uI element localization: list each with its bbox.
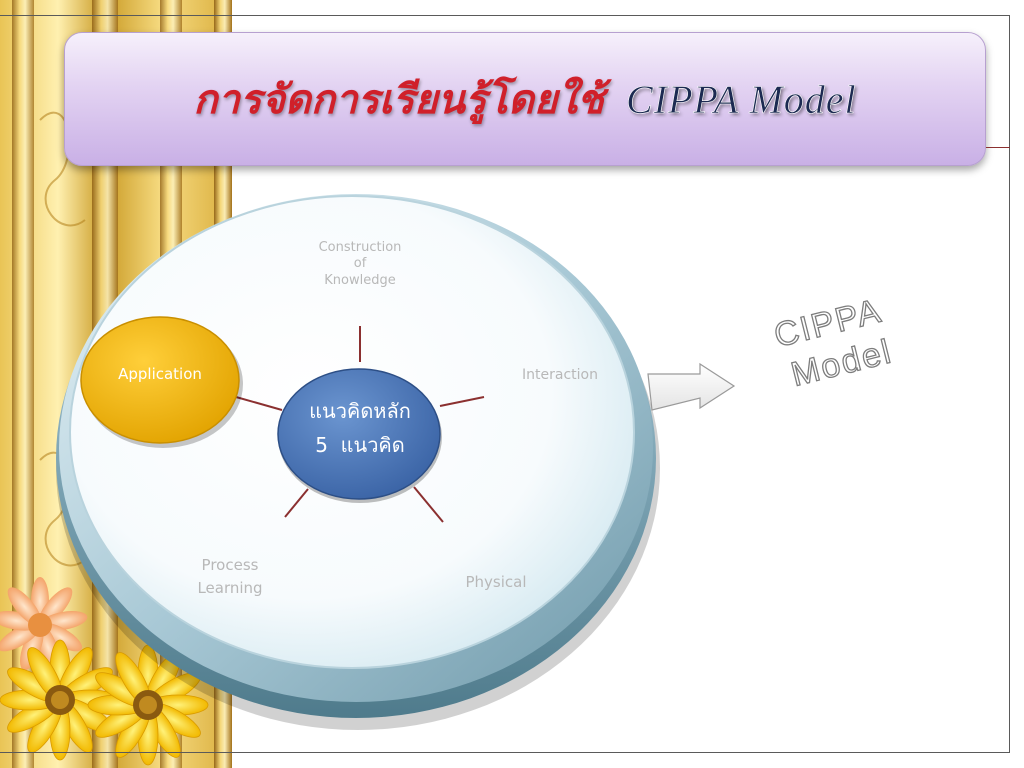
arrow-icon <box>647 362 736 411</box>
spoke-interaction <box>439 396 485 407</box>
slide-frame <box>0 15 1010 753</box>
spokes <box>235 326 485 523</box>
page-title-thai: การจัดการเรียนรู้โดยใช้ <box>193 76 605 123</box>
spoke-physical <box>413 486 444 523</box>
center-node: แนวคิดหลัก 5 แนวคิด <box>277 368 442 503</box>
process-label-line1: Process <box>202 556 259 574</box>
flower-icon <box>0 577 88 671</box>
construction-label-line3: Knowledge <box>324 273 395 288</box>
construction-label-line1: Construction <box>319 240 402 255</box>
physical-label: Physical <box>465 573 526 591</box>
application-label: Application <box>118 365 202 383</box>
construction-label-line2: of <box>354 256 367 271</box>
spoke-process <box>284 488 309 518</box>
cippa-model-label: CIPPA Model <box>770 291 897 395</box>
interaction-label: Interaction <box>522 367 598 383</box>
application-node: Application <box>80 316 243 448</box>
flower-icon <box>87 644 209 766</box>
title-rule <box>986 147 1010 148</box>
center-label-line1: แนวคิดหลัก <box>309 399 411 423</box>
spoke-application <box>235 396 283 411</box>
construction-node: Construction of Knowledge <box>319 240 402 288</box>
title-banner: การจัดการเรียนรู้โดยใช้ CIPPA Model <box>64 32 986 166</box>
page-title-english: CIPPA Model <box>626 76 857 122</box>
process-node: Process Learning <box>197 556 262 597</box>
process-label-line2: Learning <box>197 579 262 597</box>
center-label-line2: 5 แนวคิด <box>315 433 405 457</box>
